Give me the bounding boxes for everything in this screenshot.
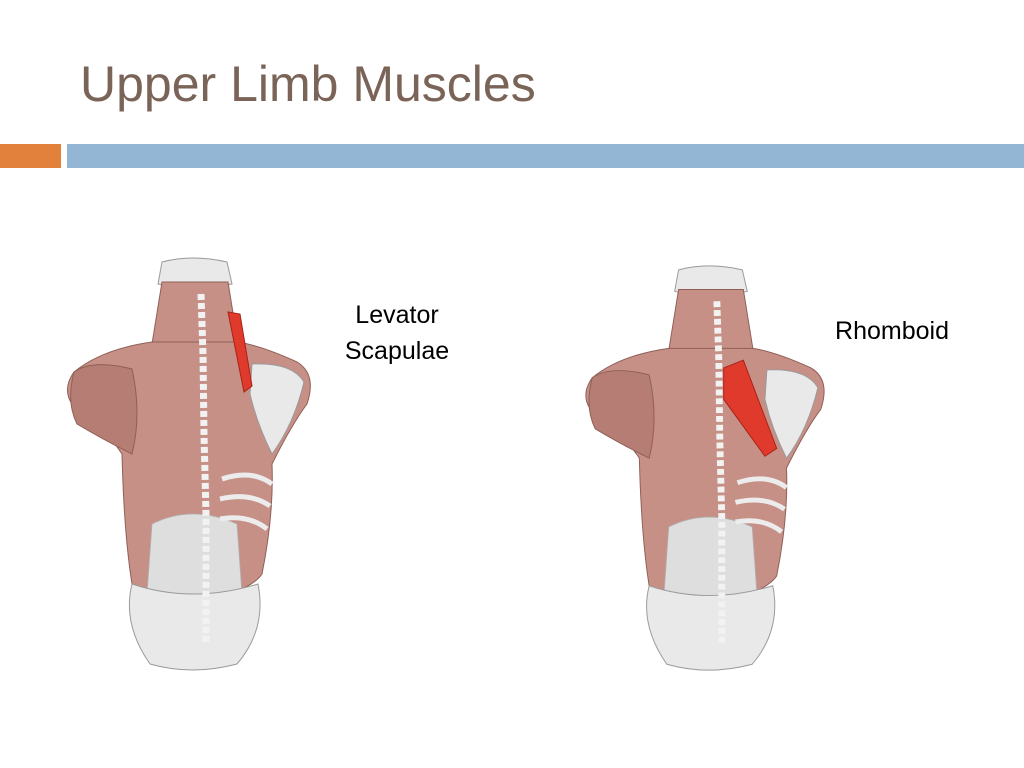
title-accent-bar [0, 144, 61, 168]
label-line-1: Levator [355, 301, 439, 329]
left-shoulder [70, 364, 138, 455]
label-line-2: Scapulae [344, 337, 450, 365]
right-scapula [764, 369, 819, 460]
lumbar-fascia [663, 516, 758, 602]
label-line-1: Rhomboid [835, 317, 949, 345]
ribs [734, 476, 788, 534]
neck-muscles [151, 281, 239, 345]
neck-muscles [668, 288, 754, 351]
left-shoulder [588, 370, 655, 459]
rhomboid-highlight [723, 359, 778, 457]
right-scapula [249, 363, 305, 455]
back-muscles-figure-levator-scapulae [62, 254, 324, 676]
back-muscles-figure-rhomboid [578, 262, 840, 676]
pelvis [128, 583, 261, 671]
lumbar-fascia [146, 513, 243, 601]
spine [713, 301, 726, 645]
title-divider-bar [67, 144, 1024, 168]
pelvis [646, 585, 776, 671]
ribs [219, 472, 274, 532]
spine [197, 293, 210, 644]
rhomboid-label: Rhomboid [818, 313, 966, 349]
levator-scapulae-highlight [227, 311, 253, 393]
levator-scapulae-label: Levator Scapulae [326, 297, 468, 369]
slide-title: Upper Limb Muscles [80, 56, 536, 112]
back-muscles-illustration [67, 257, 311, 671]
back-muscles-illustration [585, 265, 825, 671]
